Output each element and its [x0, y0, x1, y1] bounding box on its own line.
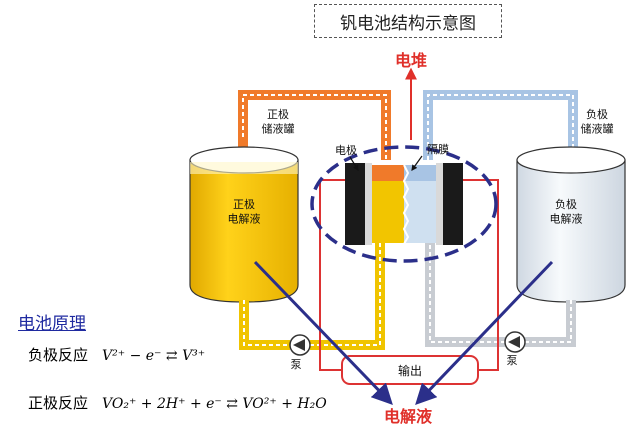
positive-reaction-equation: VO₂⁺ + 2H⁺ + e⁻ ⇄ VO²⁺ + H₂O	[102, 396, 327, 412]
positive-top-pipe	[238, 90, 391, 160]
membrane-label: 隔膜	[427, 143, 449, 156]
negative-reaction-equation: V²⁺ − e⁻ ⇄ V³⁺	[102, 348, 206, 364]
arrow-right-to-electrolyte	[415, 260, 554, 406]
label-line: 储液罐	[581, 121, 614, 135]
pump-left-label: 泵	[291, 358, 302, 371]
positive-tank-label: 正极储液罐	[262, 107, 295, 135]
stack	[310, 145, 498, 263]
negative-electrolyte-label: 负极电解液	[550, 197, 583, 225]
label-line: 负极	[555, 197, 577, 211]
negative-reaction-label: 负极反应	[28, 346, 89, 364]
label-line: 正极	[233, 197, 255, 211]
positive-reaction-label: 正极反应	[28, 394, 89, 412]
positive-reaction-row: 正极反应 VO₂⁺ + 2H⁺ + e⁻ ⇄ VO²⁺ + H₂O	[28, 392, 327, 413]
label-line: 电解液	[550, 211, 583, 225]
positive-electrolyte-label: 正极电解液	[228, 197, 261, 225]
label-line: 负极	[586, 107, 608, 121]
output-label: 输出	[398, 363, 422, 378]
electrolyte-label: 电解液	[384, 407, 433, 426]
negative-tank	[516, 146, 626, 303]
negative-tank-label: 负极储液罐	[581, 107, 614, 135]
pump-left	[289, 334, 311, 356]
stack-ellipse	[310, 145, 498, 263]
arrow-left-to-electrolyte	[253, 260, 393, 406]
electrode-label: 电极	[335, 143, 357, 157]
negative-reaction-row: 负极反应 V²⁺ − e⁻ ⇄ V³⁺	[28, 344, 205, 365]
diagram-title: 钒电池结构示意图	[314, 4, 502, 38]
positive-tank	[189, 146, 299, 303]
label-line: 正极	[267, 107, 289, 121]
principle-title: 电池原理	[18, 314, 86, 334]
pump-right	[504, 331, 526, 353]
stack-label: 电堆	[395, 51, 427, 70]
label-line: 储液罐	[262, 121, 295, 135]
label-line: 电解液	[228, 211, 261, 225]
pump-right-label: 泵	[507, 354, 518, 367]
negative-bottom-pipe	[424, 224, 576, 347]
